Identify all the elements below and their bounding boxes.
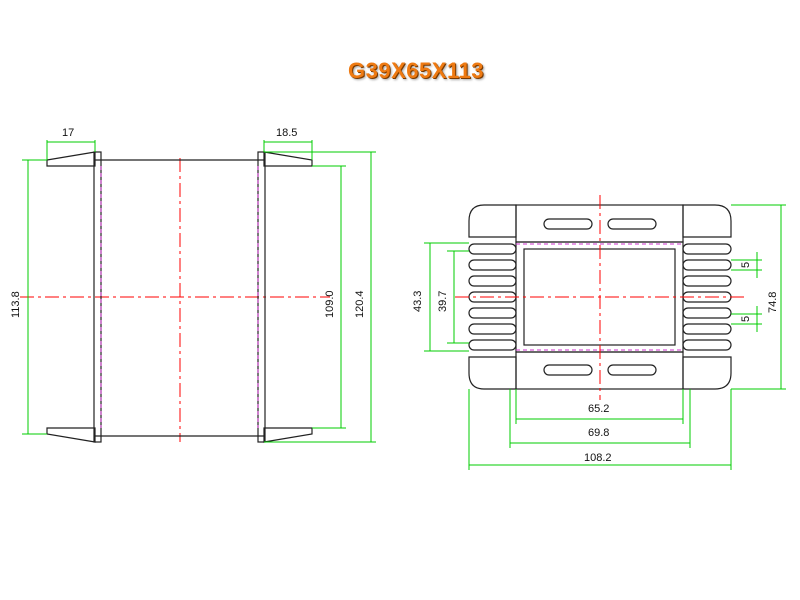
dim-slot-pitch-bottom: 5	[740, 316, 752, 322]
dim-end-inner-height: 39.7	[437, 291, 449, 312]
drawing-title: G39X65X113	[348, 58, 484, 83]
dim-slot-pitch-top: 5	[740, 262, 752, 268]
dim-end-outer-height: 43.3	[412, 291, 424, 312]
dim-width-mid: 69.8	[588, 427, 609, 439]
dim-end-height: 74.8	[767, 292, 779, 313]
dim-inner-height: 109.0	[324, 290, 336, 318]
dim-width-inner: 65.2	[588, 403, 609, 415]
dim-outer-height: 120.4	[354, 290, 366, 318]
dim-width-outer: 108.2	[584, 452, 612, 464]
side-view: 17 18.5 113.8 109.0 120.4	[10, 127, 376, 443]
dim-left-height: 113.8	[10, 291, 22, 318]
dim-top-right: 18.5	[276, 127, 297, 139]
dim-top-left: 17	[62, 127, 74, 139]
end-view: 43.3 39.7 5 5 74.8 65.2 69.8 108.2	[412, 195, 786, 470]
